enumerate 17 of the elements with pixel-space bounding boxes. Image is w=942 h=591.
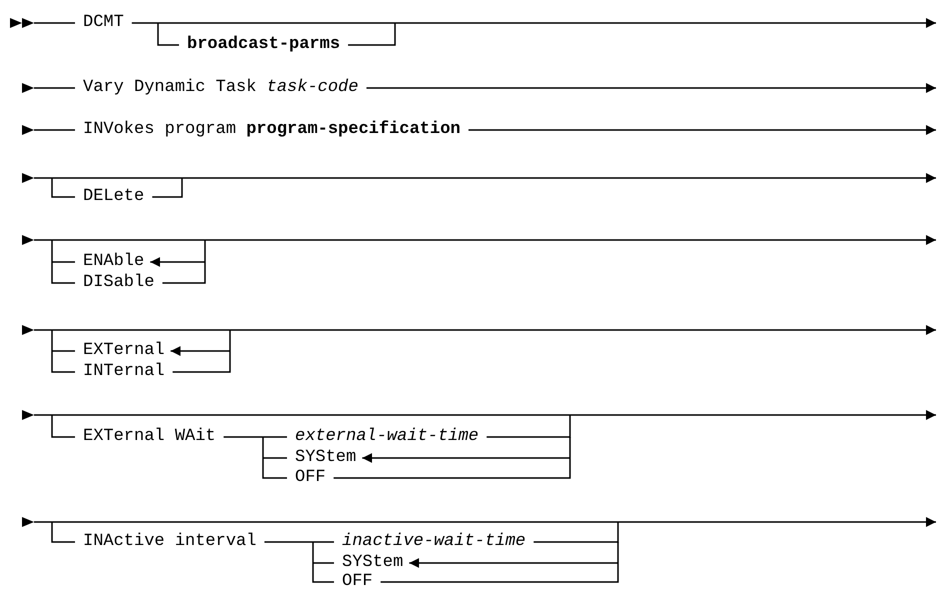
keyword-text: DCMT [83,14,124,32]
option-text: SYStem [342,554,404,572]
option-text: INTernal [83,363,165,381]
option-text: ENAble [83,253,144,271]
option-text: DELete [83,188,144,206]
option-text: OFF [342,573,373,591]
command-text: Vary Dynamic Task task-code [83,79,358,97]
option-text: EXTernal [83,342,165,360]
parameter-text: external-wait-time [295,428,479,446]
option-text: EXTernal WAit [83,428,216,446]
parameter-text: broadcast-parms [187,36,340,54]
option-text: SYStem [295,449,356,467]
option-text: OFF [295,469,326,487]
option-text: INActive interval [83,533,256,551]
parameter-text: inactive-wait-time [342,533,526,551]
option-text: DISable [83,274,154,292]
command-text: INVokes program program-specification [83,121,460,139]
